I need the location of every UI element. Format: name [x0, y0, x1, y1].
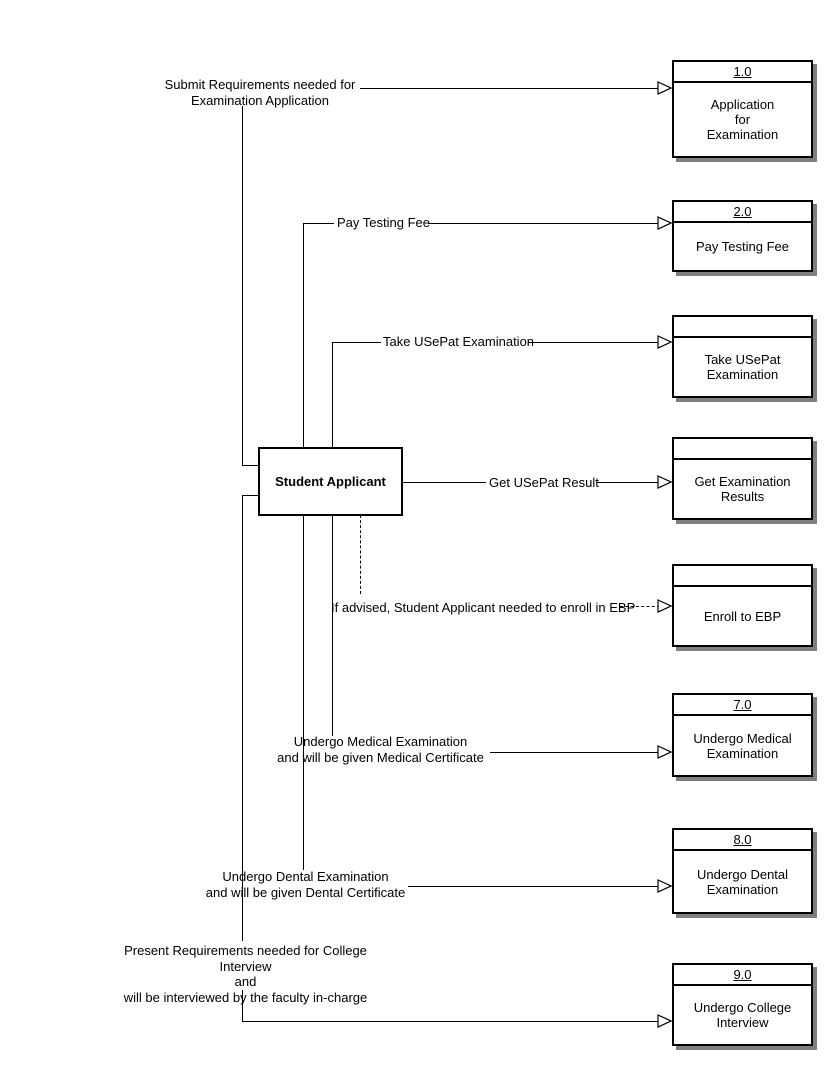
connector-line [242, 465, 258, 466]
process-box-take-usepat-examination: Take USePat Examination [672, 315, 813, 398]
flow-label-get-usepat-result: Get USePat Result [489, 475, 599, 490]
connector-line [303, 223, 334, 224]
process-label: Enroll to EBP [703, 608, 782, 624]
flow-label-dental-exam: Undergo Dental Examination and will be g… [205, 869, 406, 900]
connector-line [242, 990, 243, 1021]
connector-line [332, 342, 381, 343]
connector-line [303, 515, 304, 870]
flow-label-pay-testing-fee: Pay Testing Fee [337, 215, 430, 230]
connector-line [242, 106, 243, 465]
flow-label-college-interview: Present Requirements needed for College … [123, 943, 368, 1005]
dashed-connector-line [620, 606, 660, 607]
flow-label-enroll-ebp: If advised, Student Applicant needed to … [331, 600, 636, 615]
process-box-application-for-examination: 1.0 Application for Examination [672, 60, 813, 158]
flow-label-submit-requirements: Submit Requirements needed for Examinati… [164, 77, 356, 108]
process-label: Undergo College Interview [693, 1000, 792, 1030]
process-number: 2.0 [733, 204, 752, 219]
dashed-connector-line [360, 515, 361, 594]
process-number: 8.0 [733, 832, 752, 847]
process-header [674, 317, 811, 338]
connector-line [528, 342, 660, 343]
process-label: Take USePat Examination [704, 352, 781, 382]
connector-line [242, 495, 258, 496]
connector-line [490, 752, 660, 753]
connector-line [332, 515, 333, 736]
arrowhead-icon [657, 745, 673, 759]
process-header: 9.0 [674, 965, 811, 986]
process-header: 2.0 [674, 202, 811, 223]
flow-label-medical-exam: Undergo Medical Examination and will be … [277, 734, 484, 765]
process-label: Pay Testing Fee [696, 239, 789, 254]
arrowhead-icon [657, 879, 673, 893]
connector-line [242, 1021, 660, 1022]
arrowhead-icon [657, 335, 673, 349]
process-header [674, 439, 811, 460]
arrowhead-icon [657, 81, 673, 95]
connector-line [332, 342, 333, 447]
connector-line [360, 88, 660, 89]
arrowhead-icon [657, 599, 673, 613]
process-box-undergo-college-interview: 9.0 Undergo College Interview [672, 963, 813, 1046]
process-label: Get Examination Results [694, 474, 791, 504]
process-header: 1.0 [674, 62, 811, 83]
process-number: 7.0 [733, 697, 752, 712]
process-header: 8.0 [674, 830, 811, 851]
arrowhead-icon [657, 475, 673, 489]
process-number: 9.0 [733, 967, 752, 982]
connector-line [597, 482, 660, 483]
process-box-pay-testing-fee: 2.0 Pay Testing Fee [672, 200, 813, 272]
process-box-get-examination-results: Get Examination Results [672, 437, 813, 520]
process-header [674, 566, 811, 587]
process-header: 7.0 [674, 695, 811, 716]
process-box-undergo-medical-examination: 7.0 Undergo Medical Examination [672, 693, 813, 777]
process-box-undergo-dental-examination: 8.0 Undergo Dental Examination [672, 828, 813, 914]
connector-line [242, 495, 243, 941]
process-label: Undergo Medical Examination [693, 730, 792, 761]
arrowhead-icon [657, 216, 673, 230]
connector-line [403, 482, 486, 483]
process-box-enroll-to-ebp: Enroll to EBP [672, 564, 813, 647]
process-label: Undergo Dental Examination [696, 866, 789, 897]
connector-line [408, 886, 660, 887]
arrowhead-icon [657, 1014, 673, 1028]
entity-student-applicant: Student Applicant [258, 447, 403, 516]
process-number: 1.0 [733, 64, 752, 79]
connector-line [303, 223, 304, 447]
connector-line [428, 223, 660, 224]
flow-label-take-usepat-exam: Take USePat Examination [383, 334, 535, 349]
process-label: Application for Examination [706, 97, 779, 142]
